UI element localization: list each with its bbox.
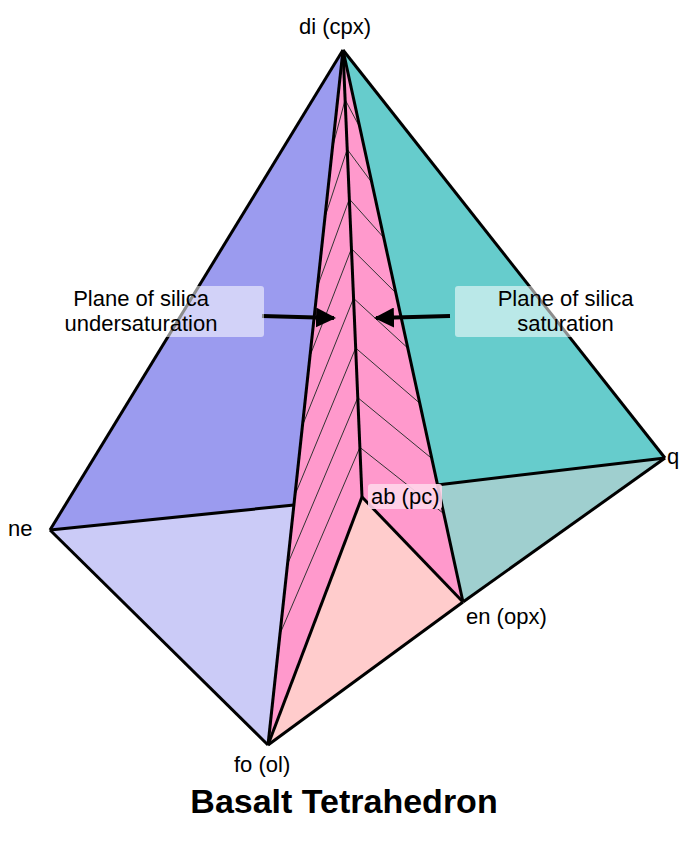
left-lower-face [50, 505, 294, 745]
diagram-title: Basalt Tetrahedron [0, 782, 688, 821]
saturation-plane [343, 50, 463, 602]
vertex-label: en (opx) [466, 604, 547, 629]
right-lower-face [437, 458, 665, 602]
vertex-label: di (cpx) [299, 14, 371, 39]
tetrahedron-edges [50, 50, 665, 745]
vertex-label: ne [8, 516, 32, 541]
vertex-label: fo (ol) [234, 752, 290, 777]
pointer-arrow [376, 316, 450, 318]
plane-label: Plane of silica undersaturation [18, 286, 264, 337]
pointer-arrow [262, 316, 334, 318]
vertex-label: q [667, 444, 679, 469]
vertex-label: ab (pc) [368, 484, 442, 509]
plane-hatching [280, 100, 444, 634]
plane-label: Plane of silica saturation [455, 286, 676, 337]
undersaturation-plane [268, 50, 362, 745]
